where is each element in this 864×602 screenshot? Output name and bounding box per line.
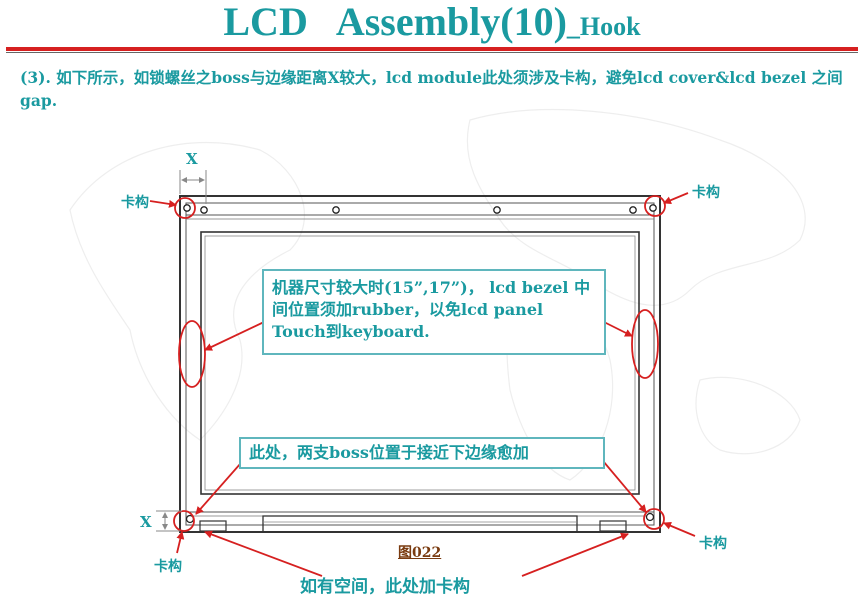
callout-boss: 此处，两支boss位置于接近下边缘愈加 [239, 437, 605, 469]
bottom-note: 如有空间，此处加卡构 [300, 577, 470, 597]
title-main: LCD [223, 0, 308, 44]
arrow-hook-top-right [663, 192, 689, 204]
bottom-bosses [185, 512, 655, 524]
hook-label-top-right: 卡构 [692, 185, 720, 201]
title-rule-dark [6, 52, 858, 53]
hook-label-top-left: 卡构 [121, 195, 149, 211]
lcd-cover-inner [185, 202, 655, 526]
title-rule-red [6, 47, 858, 51]
hinge-left [199, 520, 227, 532]
callout-rubber: 机器尺寸较大时(15”,17”)， lcd bezel 中间位置须加rubber… [262, 269, 606, 355]
x-label-top: X [186, 150, 198, 168]
intro-text: (3). 如下所示，如锁螺丝之boss与边缘距离X较大，lcd module此处… [20, 68, 843, 110]
top-screws [183, 204, 657, 214]
hook-markers [173, 195, 666, 532]
arrow-hook-top-left [149, 199, 177, 208]
hook-label-bottom-right: 卡构 [699, 536, 727, 552]
figure-caption: 图022 [398, 545, 442, 561]
slide-title: LCD Assembly(10)_Hook [0, 0, 864, 44]
hinge-bar [262, 515, 578, 533]
arrow-rubber-left [204, 321, 265, 351]
arrow-rubber-right [603, 321, 633, 337]
hook-label-bottom-left: 卡构 [154, 559, 182, 575]
x-label-left: X [140, 513, 152, 531]
arrow-hook-bottom-left [176, 531, 185, 554]
x-dimension-left [156, 510, 182, 532]
arrow-hook-bottom-right [663, 522, 696, 537]
lcd-panel [200, 231, 640, 495]
hinge-right [599, 520, 627, 532]
title-main-2: Assembly(10) [335, 0, 567, 44]
world-map-watermark [69, 108, 806, 481]
x-dimension-top [179, 170, 207, 204]
lcd-cover-outer [179, 195, 661, 533]
arrow-boss-right [597, 454, 647, 513]
title-suffix: _Hook [566, 12, 641, 41]
arrow-bottom-right [521, 532, 629, 577]
arrow-bottom-left [204, 530, 323, 577]
